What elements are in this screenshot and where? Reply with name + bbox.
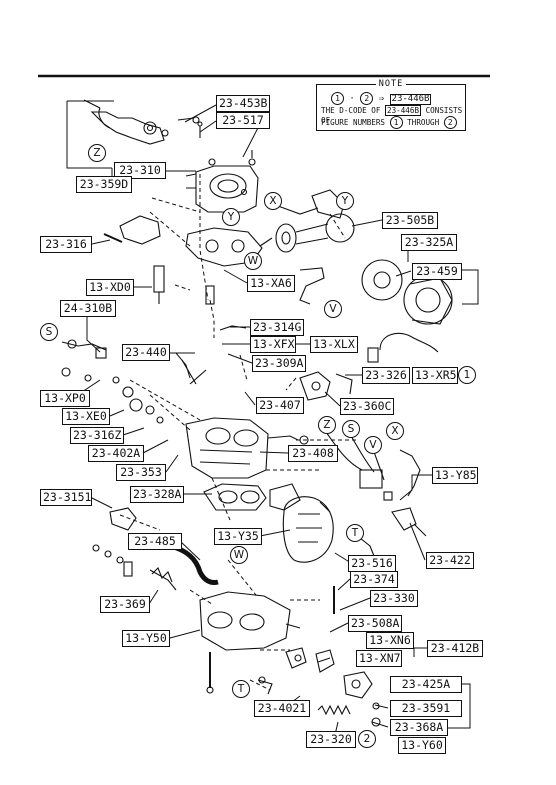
note-header: NOTE [375,79,407,89]
note-row-1: 1 · 2 ⇒ 23-446B [331,92,432,105]
part-label: 13-XN6 [366,632,414,649]
part-label: 23-422 [426,552,474,569]
note-line3-circle-1: 1 [389,116,403,129]
part-label: 23-508A [348,615,402,632]
part-label: 13-Y60 [398,737,446,754]
callout-circle: Z [318,416,336,434]
part-label: 13-XN7 [356,650,402,667]
note-circle-1: 1 [331,92,344,105]
note-row-3: FIGURE NUMBERS 1 THROUGH 2 [321,116,457,129]
callout-circle: 2 [358,730,376,748]
part-label: 23-440 [122,344,170,361]
part-label: 23-402A [88,445,144,462]
part-label: 23-425A [390,676,462,693]
part-label: 13-Y35 [214,528,262,545]
part-label: 23-408 [288,445,338,462]
callout-circle: Y [336,192,354,210]
callout-circle: S [40,323,58,341]
part-label: 13-XR5 [412,367,458,384]
part-label: 23-374 [350,571,398,588]
part-label: 23-310 [114,162,166,179]
callout-circle: Z [88,144,106,162]
part-label: 23-485 [128,533,182,550]
part-label: 13-XFX [250,336,296,353]
part-label: 23-320 [306,731,356,748]
note-line3-pre: FIGURE NUMBERS [321,118,386,127]
note-box: NOTE 1 · 2 ⇒ 23-446B THE D-CODE OF 23-44… [316,79,466,131]
part-label: 23-453B [216,95,270,112]
part-label: 13-XP0 [40,390,90,407]
part-label: 23-326 [362,367,410,384]
part-label: 13-Y85 [432,467,478,484]
note-row-2: THE D-CODE OF 23-446B CONSISTS OF [321,105,465,125]
note-line2-pre: THE D-CODE OF [321,106,381,115]
callout-circle: W [230,546,248,564]
callout-circle: 1 [458,366,476,384]
note-line2-code: 23-446B [385,105,422,116]
part-label: 23-517 [216,112,270,129]
part-label: 23-4021 [254,700,310,717]
note-circle-2: 2 [360,92,374,105]
callout-circle: Y [222,208,240,226]
part-label: 23-316 [40,236,92,253]
part-label: 13-XE0 [62,408,110,425]
note-line3-circle-2: 2 [443,116,457,129]
part-label: 23-412B [427,640,483,657]
part-label: 23-316Z [70,427,124,444]
part-label: 13-XD0 [86,279,134,296]
part-label: 23-368A [390,719,448,736]
callout-circle: S [342,420,360,438]
part-label: 23-359D [76,176,132,193]
part-label: 23-328A [130,486,184,503]
callout-circle: V [364,436,382,454]
part-label: 23-407 [256,397,304,414]
part-label: 23-505B [382,212,438,229]
note-line2-post: CONSISTS OF [321,106,463,125]
note-line3-mid: THROUGH [407,118,440,127]
part-label: 23-325A [401,234,457,251]
part-label: 23-459 [412,263,462,280]
callout-circle: X [264,192,282,210]
callout-circle: W [244,252,262,270]
callout-circle: T [232,680,250,698]
part-label: 23-330 [370,590,418,607]
part-label: 13-XA6 [247,275,295,292]
callout-circle: T [346,524,364,542]
part-label: 23-353 [116,464,166,481]
part-label: 23-516 [348,555,396,572]
callout-circle: X [386,422,404,440]
part-label: 24-310B [60,300,116,317]
part-label: 13-XLX [310,336,358,353]
part-label: 23-3151 [40,489,92,506]
part-label: 23-360C [340,398,394,415]
part-label: 23-309A [252,355,306,372]
part-label: 23-314G [250,319,304,336]
part-label: 13-Y50 [122,630,170,647]
part-label: 23-3591 [390,700,462,717]
note-part-code: 23-446B [389,94,432,105]
callout-circle: V [324,300,342,318]
part-label: 23-369 [100,596,150,613]
